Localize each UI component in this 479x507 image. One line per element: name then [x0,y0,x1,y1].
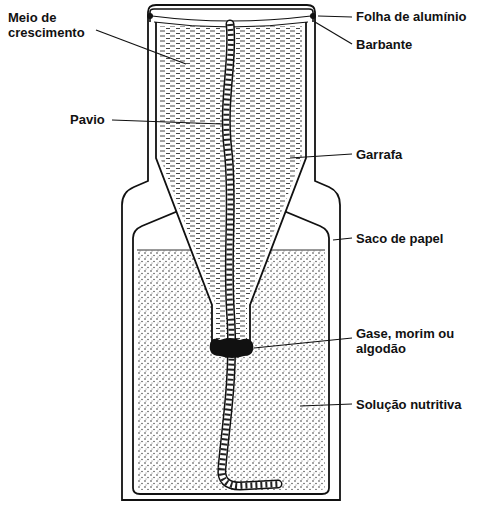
part-label: Pavio [70,112,105,127]
part-label: Saco de papel [356,231,443,246]
wick [222,24,278,486]
part-label: Meio de crescimento [8,10,98,40]
part-label: Folha de alumínio [356,9,467,24]
part-label: Garrafa [356,147,402,162]
part-label: Solução nutritiva [356,397,461,412]
paper-bag [122,5,340,500]
part-label: Barbante [356,37,412,52]
part-label: Gase, morim ou algodão [356,326,468,356]
leader-lines [96,16,352,406]
gauze-plug [210,338,254,358]
